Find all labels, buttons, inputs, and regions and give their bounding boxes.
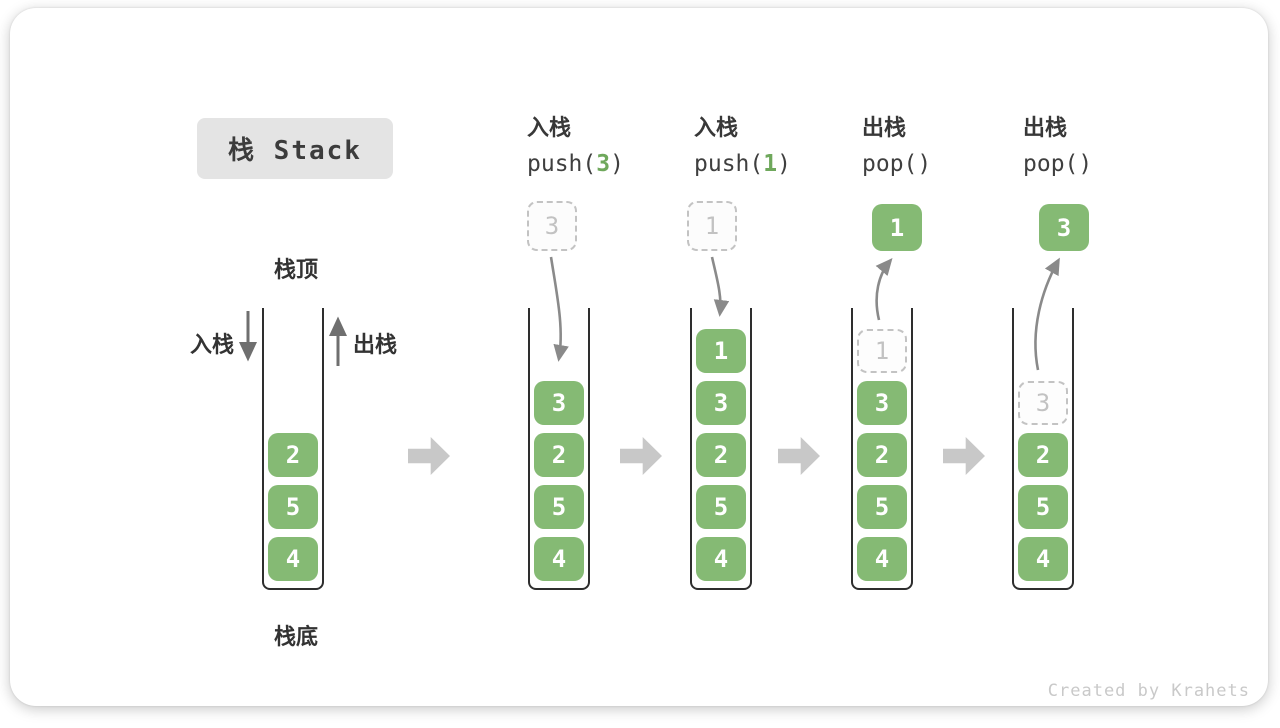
code-suffix: ) — [777, 151, 791, 177]
op-action-text: 入栈 — [527, 116, 572, 141]
push1-curve-arrow — [710, 256, 730, 317]
stack-block: 4 — [857, 537, 907, 581]
stack-block: 5 — [696, 485, 746, 529]
transition-arrow-icon — [408, 437, 450, 475]
removed-slot-ghost: 3 — [1018, 381, 1068, 425]
stack-container-initial: 2 5 4 — [262, 308, 324, 590]
transition-arrow-icon — [778, 437, 820, 475]
code-prefix: pop( — [1023, 151, 1079, 177]
stack-container-after-pop1: 1 3 2 5 4 — [851, 308, 913, 590]
stack-block: 1 — [696, 329, 746, 373]
stack-block: 4 — [696, 537, 746, 581]
stack-block: 3 — [534, 381, 584, 425]
op-action-text: 出栈 — [862, 116, 907, 141]
removed-slot-ghost: 1 — [857, 329, 907, 373]
stack-block: 5 — [857, 485, 907, 529]
stack-block: 5 — [534, 485, 584, 529]
pushing-element-ghost: 1 — [687, 201, 737, 251]
stack-block: 4 — [1018, 537, 1068, 581]
op-action-text: 出栈 — [1023, 116, 1068, 141]
stack-block: 4 — [534, 537, 584, 581]
stack-block: 2 — [1018, 433, 1068, 477]
stack-bottom-label: 栈底 — [273, 625, 318, 650]
code-suffix: ) — [1078, 151, 1093, 177]
stack-block: 2 — [696, 433, 746, 477]
stack-block: 2 — [857, 433, 907, 477]
stack-block: 2 — [534, 433, 584, 477]
pop-side-label: 出栈 — [353, 333, 398, 358]
op-push1-label: 入栈 push(1) — [694, 110, 791, 177]
stack-top-label: 栈顶 — [273, 258, 318, 283]
popped-element-block: 3 — [1039, 204, 1089, 251]
stack-container-after-push3: 3 2 5 4 — [528, 308, 590, 590]
code-suffix: ) — [917, 151, 932, 177]
op-pop1-label: 出栈 pop() — [862, 110, 931, 177]
diagram-card: 栈 Stack 栈顶 栈底 入栈 出栈 入栈 push(3) 入栈 push(1… — [10, 8, 1268, 706]
code-prefix: push( — [694, 151, 764, 177]
title-box: 栈 Stack — [197, 118, 393, 179]
op-action-text: 入栈 — [694, 116, 739, 141]
stack-block: 5 — [1018, 485, 1068, 529]
op-pop3-label: 出栈 pop() — [1023, 110, 1092, 177]
watermark-credit: Created by Krahets — [1047, 681, 1250, 701]
code-prefix: pop( — [862, 151, 918, 177]
op-code-text: pop() — [1023, 151, 1092, 177]
stack-block: 3 — [857, 381, 907, 425]
pushing-element-ghost: 3 — [527, 201, 577, 251]
stack-block: 5 — [268, 485, 318, 529]
op-push3-label: 入栈 push(3) — [527, 110, 624, 177]
stack-container-after-pop3: 3 2 5 4 — [1012, 308, 1074, 590]
popped-element-block: 1 — [872, 204, 922, 251]
stack-block: 2 — [268, 433, 318, 477]
stack-container-after-push1: 1 3 2 5 4 — [690, 308, 752, 590]
op-code-text: push(1) — [694, 151, 791, 177]
stack-block: 4 — [268, 537, 318, 581]
push-side-label: 入栈 — [189, 333, 234, 358]
code-prefix: push( — [527, 151, 597, 177]
code-suffix: ) — [610, 151, 624, 177]
code-arg: 1 — [763, 151, 778, 177]
transition-arrow-icon — [943, 437, 985, 475]
stack-block: 3 — [696, 381, 746, 425]
op-code-text: pop() — [862, 151, 931, 177]
page-title: 栈 Stack — [228, 136, 362, 166]
code-arg: 3 — [596, 151, 611, 177]
transition-arrow-icon — [620, 437, 662, 475]
op-code-text: push(3) — [527, 151, 624, 177]
